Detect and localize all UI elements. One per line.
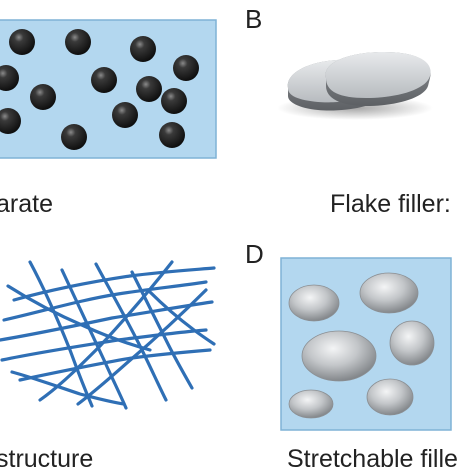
panel-b-letter: B bbox=[245, 4, 263, 34]
fiber bbox=[2, 280, 208, 322]
sphere-particle bbox=[173, 55, 199, 81]
fiber bbox=[148, 290, 216, 346]
sphere-particle bbox=[61, 124, 87, 150]
sphere-particle bbox=[130, 36, 156, 62]
sphere-particle bbox=[65, 29, 91, 55]
panel-c-caption: structure bbox=[0, 445, 94, 473]
sphere-particle bbox=[9, 29, 35, 55]
panel-b-caption: Flake filler: bbox=[330, 190, 451, 218]
fiber bbox=[6, 284, 152, 352]
flake-upper bbox=[325, 52, 431, 106]
fiber bbox=[60, 268, 128, 410]
fiber bbox=[0, 300, 214, 342]
sphere-particle bbox=[91, 67, 117, 93]
liquid-droplets bbox=[288, 272, 435, 419]
sphere-particle bbox=[30, 84, 56, 110]
fiber-network bbox=[0, 260, 216, 410]
droplet bbox=[288, 389, 334, 419]
droplet bbox=[359, 272, 419, 314]
droplet bbox=[389, 320, 435, 366]
fiber bbox=[76, 288, 208, 406]
fiber bbox=[130, 270, 194, 390]
droplet bbox=[366, 378, 414, 416]
panel-a-caption: arate bbox=[0, 190, 53, 218]
fiber bbox=[28, 260, 94, 408]
sphere-particle bbox=[0, 108, 21, 134]
sphere-particle bbox=[136, 76, 162, 102]
sphere-particle bbox=[0, 65, 19, 91]
sphere-particles bbox=[0, 29, 199, 150]
droplet bbox=[301, 330, 377, 382]
panel-d-letter: D bbox=[245, 239, 264, 269]
fiber bbox=[10, 370, 126, 406]
sphere-particle bbox=[161, 88, 187, 114]
sphere-particle bbox=[112, 102, 138, 128]
droplet bbox=[288, 284, 340, 322]
fiber bbox=[38, 260, 174, 402]
sphere-particle bbox=[159, 122, 185, 148]
panel-d-caption: Stretchable fille bbox=[287, 445, 458, 473]
